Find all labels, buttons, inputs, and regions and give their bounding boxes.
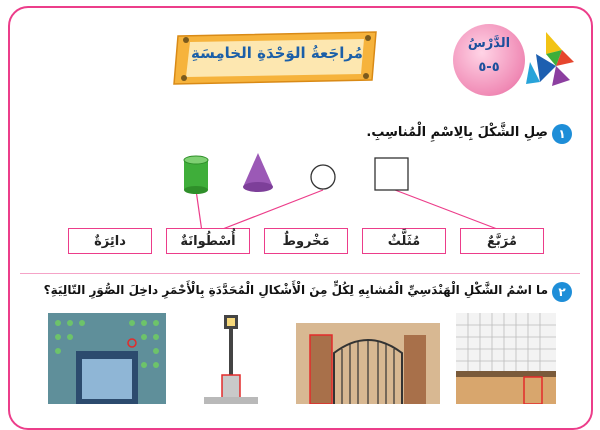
circle-shape [310,164,336,190]
tangram-icon [526,32,574,86]
gate-photo [296,313,440,405]
label-square[interactable]: مُرَبَّعٌ [460,228,544,254]
banner-title: مُراجَعةُ الوَحْدَةِ الخامِسَةِ [191,44,363,62]
question-2-number: ٢ [552,282,572,302]
connector-circle-line [214,189,324,233]
label-circle[interactable]: دائِرَةٌ [68,228,152,254]
label-cylinder[interactable]: أُسْطُوانَةٌ [166,228,250,254]
question-1-text: صِلِ الشَّكْلَ بِالِاسْمِ الْمُناسِبِ. [366,125,548,140]
kitchen-photo [456,313,556,405]
lesson-number: ٥-٥ [478,60,500,75]
label-triangle[interactable]: مُثَلَّثٌ [362,228,446,254]
shapes-area [183,153,506,233]
building-photo [48,313,166,404]
cylinder-shape [183,155,209,194]
banner-board-shape [173,31,377,85]
question-1-number: ١ [552,124,572,144]
label-cone[interactable]: مَخْروطٌ [264,228,348,254]
lesson-label: الدَّرْسُ [467,36,511,51]
question-2-text: ما اسْمُ الشَّكْلِ الْهَنْدَسِيِّ الْمُش… [43,283,548,297]
section-divider [20,273,580,274]
street-lamp-photo [200,313,262,405]
square-shape [374,157,409,191]
lesson-badge: الدَّرْسُ ٥-٥ [453,24,525,96]
cone-shape [243,153,273,192]
unit-review-banner: مُراجَعةُ الوَحْدَةِ الخامِسَةِ [172,30,382,86]
connector-square-line [394,189,506,233]
connector-cylinder-line [195,189,203,233]
